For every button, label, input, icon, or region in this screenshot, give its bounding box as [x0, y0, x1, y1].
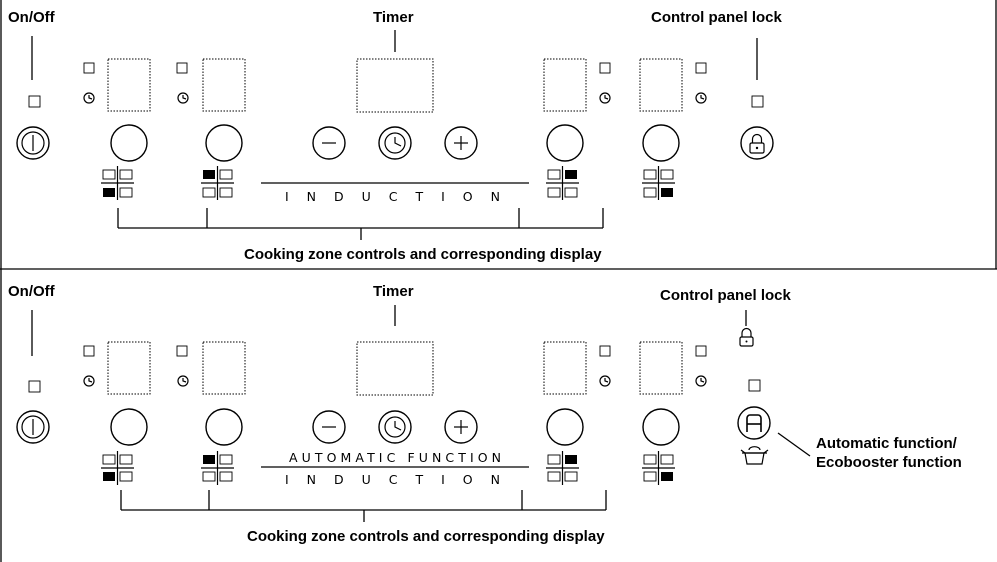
clock-icon	[384, 132, 406, 154]
timer-small-icon	[83, 92, 95, 104]
timer-label: Timer	[373, 9, 414, 26]
power-button[interactable]	[16, 126, 50, 160]
zone-bracket	[117, 208, 604, 240]
power-icon	[21, 131, 45, 155]
timer-plus-button[interactable]	[444, 410, 478, 444]
timer-minus-button[interactable]	[312, 126, 346, 160]
timer-minus-button[interactable]	[312, 410, 346, 444]
zone-position-right-front	[642, 451, 675, 485]
timer-label: Timer	[373, 283, 414, 300]
zone-3-button[interactable]	[546, 124, 584, 162]
power-icon	[21, 415, 45, 439]
zone-2-button[interactable]	[205, 408, 243, 446]
timer-button[interactable]	[378, 126, 412, 160]
control-panel-lock-label: Control panel lock	[660, 287, 792, 304]
power-button[interactable]	[16, 410, 50, 444]
zone-bracket	[120, 490, 607, 522]
zone-2-display	[176, 341, 246, 395]
plus-icon	[454, 420, 468, 434]
zone-position-right-rear	[546, 166, 579, 200]
timer-display	[356, 341, 434, 396]
lock-led	[748, 379, 761, 392]
zone-position-rear-left-front	[101, 166, 134, 200]
clock-icon	[384, 416, 406, 438]
timer-small-icon	[695, 375, 707, 387]
zone-1-button[interactable]	[110, 124, 148, 162]
automatic-function-text: AUTOMATIC FUNCTION	[289, 450, 501, 465]
zone-4-display	[639, 58, 707, 112]
zone-1-display	[83, 58, 151, 112]
panel-basic: On/Off Timer Control panel lock	[8, 9, 783, 263]
zone-position-left-rear	[201, 166, 234, 200]
zone-position-left-front	[101, 451, 134, 485]
automatic-function-button[interactable]	[737, 406, 771, 440]
zone-1-button[interactable]	[110, 408, 148, 446]
zone-2-display	[176, 58, 246, 112]
timer-small-icon	[177, 92, 189, 104]
zone-3-display	[543, 341, 611, 395]
lock-button[interactable]	[740, 126, 774, 160]
zone-position-left-rear	[201, 451, 234, 485]
automatic-function-label: Automatic function/	[816, 435, 958, 452]
timer-small-icon	[695, 92, 707, 104]
zone-3-display	[543, 58, 611, 112]
on-off-label: On/Off	[8, 9, 56, 26]
timer-small-icon	[599, 92, 611, 104]
panel-automatic: On/Off Timer Control panel lock	[8, 283, 962, 545]
zone-1-display	[83, 341, 151, 395]
power-led	[28, 380, 41, 393]
timer-small-icon	[177, 375, 189, 387]
zone-4-button[interactable]	[642, 408, 680, 446]
zone-4-button[interactable]	[642, 124, 680, 162]
cooking-zone-controls-label: Cooking zone controls and corresponding …	[244, 246, 602, 263]
automatic-a-icon	[746, 414, 762, 432]
on-off-label: On/Off	[8, 283, 56, 300]
zone-4-display	[639, 341, 707, 395]
ecobooster-function-label: Ecobooster function	[816, 454, 962, 471]
zone-position-right-rear	[546, 451, 579, 485]
power-led	[28, 95, 41, 108]
lock-indicator-icon	[739, 327, 754, 347]
zone-3-button[interactable]	[546, 408, 584, 446]
cooking-zone-controls-label: Cooking zone controls and corresponding …	[247, 528, 605, 545]
timer-small-icon	[599, 375, 611, 387]
plus-icon	[454, 136, 468, 150]
zone-2-button[interactable]	[205, 124, 243, 162]
zone-position-right-front	[642, 166, 675, 200]
lock-led	[751, 95, 764, 108]
lock-icon	[749, 133, 765, 154]
pot-icon	[740, 446, 769, 465]
timer-button[interactable]	[378, 410, 412, 444]
induction-text: INDUCTION	[285, 472, 500, 487]
control-panel-lock-label: Control panel lock	[651, 9, 783, 26]
timer-small-icon	[83, 375, 95, 387]
timer-display	[356, 58, 434, 113]
induction-text: INDUCTION	[285, 189, 500, 204]
timer-plus-button[interactable]	[444, 126, 478, 160]
